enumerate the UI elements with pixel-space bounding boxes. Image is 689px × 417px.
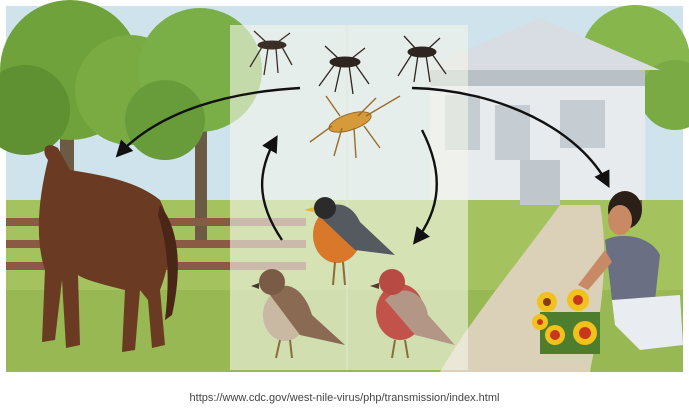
source-url-caption: https://www.cdc.gov/west-nile-virus/php/…: [0, 392, 689, 404]
